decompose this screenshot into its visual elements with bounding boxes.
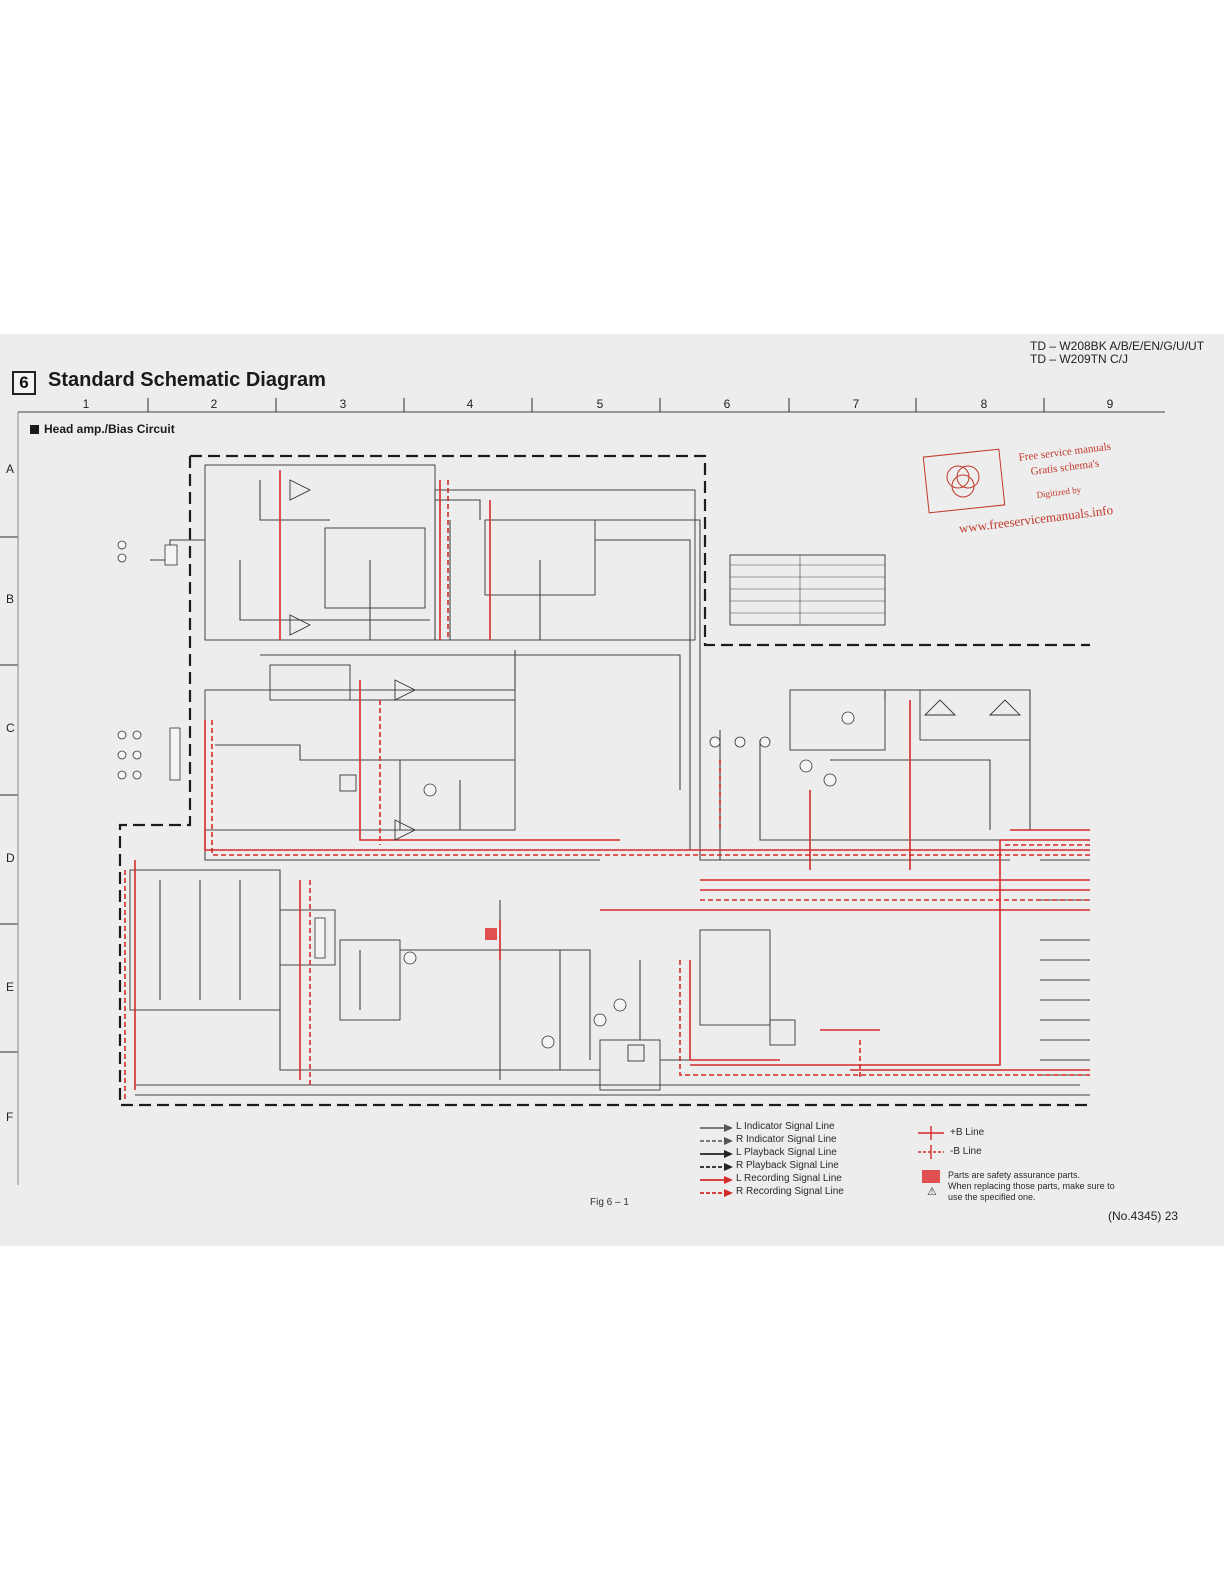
circuit-subtitle: Head amp./Bias Circuit (30, 422, 175, 436)
arrow-icon (700, 1189, 733, 1197)
grid-column-label: 6 (723, 397, 731, 411)
grid-column-label: 3 (339, 397, 347, 411)
schematic-sheet (0, 334, 1224, 1246)
arrow-icon (700, 1176, 733, 1184)
model-line-2: TD – W209TN C/J (1030, 352, 1129, 366)
arrow-icon (700, 1150, 733, 1158)
grid-column-label: 5 (596, 397, 604, 411)
safety-note: Parts are safety assurance parts. (948, 1170, 1081, 1180)
arrow-icon (700, 1137, 733, 1145)
grid-column-label: 1 (82, 397, 90, 411)
safety-part-swatch (922, 1170, 940, 1183)
grid-row-label: B (6, 592, 15, 606)
arrow-icon (700, 1163, 733, 1171)
safety-note: use the specified one. (948, 1192, 1036, 1202)
model-line-1: TD – W208BK A/B/E/EN/G/U/UT (1030, 339, 1205, 353)
grid-column-label: 8 (980, 397, 988, 411)
figure-label: Fig 6 – 1 (590, 1197, 629, 1208)
grid-column-label: 2 (210, 397, 218, 411)
grid-column-label: 9 (1106, 397, 1114, 411)
watermark-url: www.freeservicemanuals.info (958, 502, 1114, 536)
page-number: (No.4345) 23 (1108, 1209, 1179, 1223)
section-number: 6 (12, 371, 36, 395)
watermark: Free service manuals Gratis schema's Dig… (918, 441, 1133, 545)
watermark-line: Digitized by (1036, 484, 1082, 500)
grid-column-label: 4 (466, 397, 474, 411)
grid-row-label: E (6, 980, 15, 994)
page-title: Standard Schematic Diagram (48, 369, 326, 391)
grid-row-label: F (6, 1110, 14, 1124)
safety-note: When replacing those parts, make sure to (948, 1181, 1115, 1191)
grid-row-label: C (6, 721, 15, 735)
grid-column-label: 7 (852, 397, 860, 411)
warning-icon: ⚠ (927, 1185, 937, 1198)
grid-row-label: D (6, 851, 15, 865)
arrow-icon (700, 1124, 733, 1132)
grid-row-label: A (6, 462, 15, 476)
